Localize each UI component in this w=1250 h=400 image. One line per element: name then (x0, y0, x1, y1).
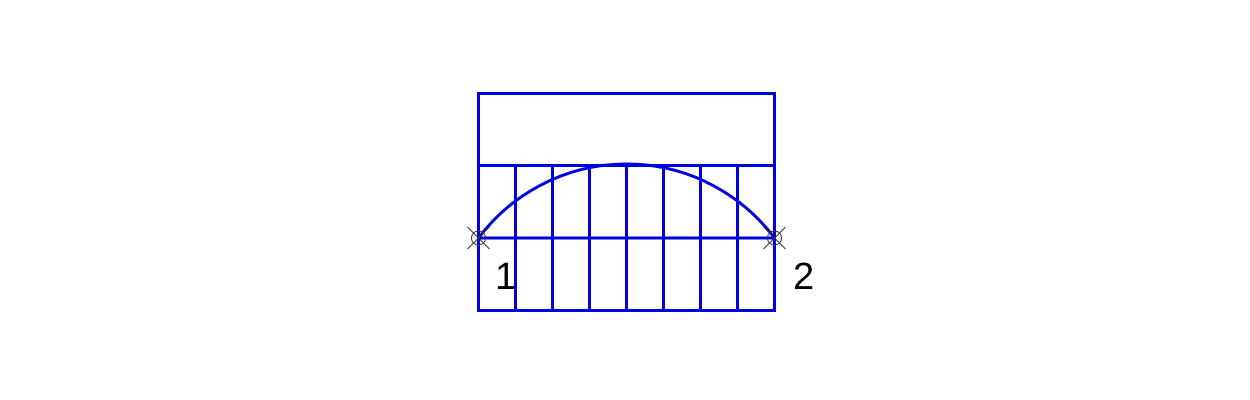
node-1-label: 1 (495, 256, 516, 298)
node-1-marker (467, 226, 490, 250)
top-panel-rect (477, 92, 776, 167)
top-panel (477, 92, 776, 167)
node-1-cross (467, 226, 490, 250)
node-2-label: 2 (793, 256, 814, 298)
node-2-cross (763, 226, 786, 250)
node-2-circle (767, 230, 782, 246)
arch-curve (477, 162, 776, 239)
node-2-marker (763, 226, 786, 250)
node-1-circle (471, 230, 486, 246)
vertical-members (514, 165, 739, 311)
